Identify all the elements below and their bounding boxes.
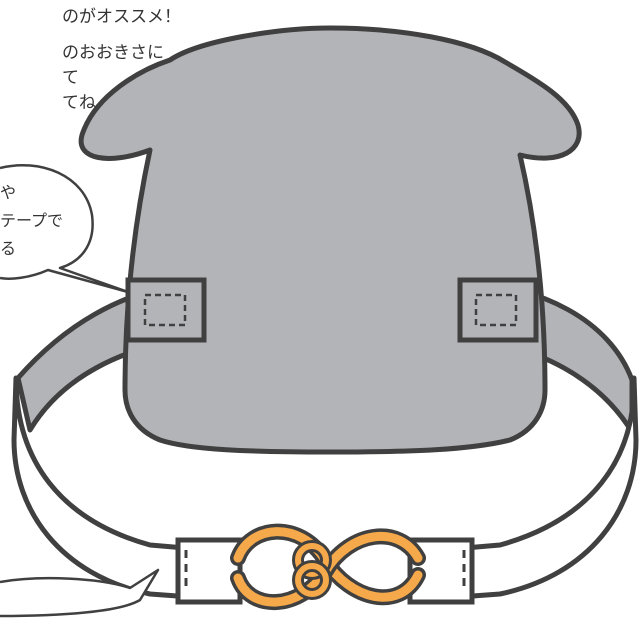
callout-bubble-top: や テープで る	[0, 163, 130, 294]
left-strap-tab	[125, 277, 207, 343]
left-buckle-loop	[175, 537, 243, 605]
callout-bubble-bottom	[0, 568, 160, 618]
callout-top-line-2: テープで	[0, 211, 63, 230]
stitch-rectangle-icon	[143, 293, 187, 327]
instruction-line-3: て	[62, 68, 79, 88]
right-strap-tab	[457, 277, 539, 343]
instruction-line-1: のがオススメ！	[62, 7, 181, 27]
figure-eight-ring-icon	[230, 523, 426, 610]
instruction-line-2: のおおきさに	[62, 43, 164, 63]
stitch-rectangle-icon	[474, 293, 518, 327]
instructions-text: のがオススメ！ のおおきさに て てね。	[62, 7, 181, 113]
callout-top-line-1: や	[0, 183, 16, 202]
body-panel	[78, 25, 582, 455]
callout-top-line-3: る	[0, 239, 16, 258]
